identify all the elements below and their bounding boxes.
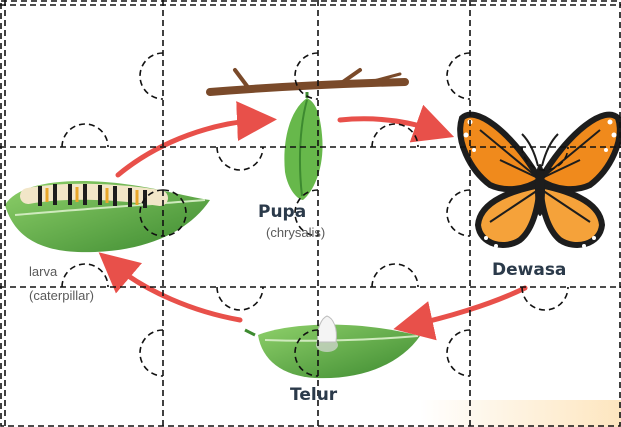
- egg-illustration: [316, 316, 338, 352]
- larva-label: larva: [29, 265, 57, 278]
- larva-sublabel: (caterpillar): [29, 289, 94, 302]
- adult-label: Dewasa: [492, 262, 566, 279]
- branch-illustration: [210, 70, 405, 92]
- egg-label: Telur: [290, 387, 337, 404]
- butterfly-illustration: [460, 115, 619, 248]
- pupa-label: Pupa: [258, 204, 306, 221]
- corner-glow: [420, 400, 621, 427]
- arrow-pupa-to-adult: [340, 119, 440, 132]
- pupa-sublabel: (chrysalis): [266, 226, 325, 239]
- chrysalis-illustration: [284, 92, 322, 200]
- arrow-adult-to-egg: [408, 288, 525, 326]
- arrow-egg-to-larva: [110, 262, 240, 320]
